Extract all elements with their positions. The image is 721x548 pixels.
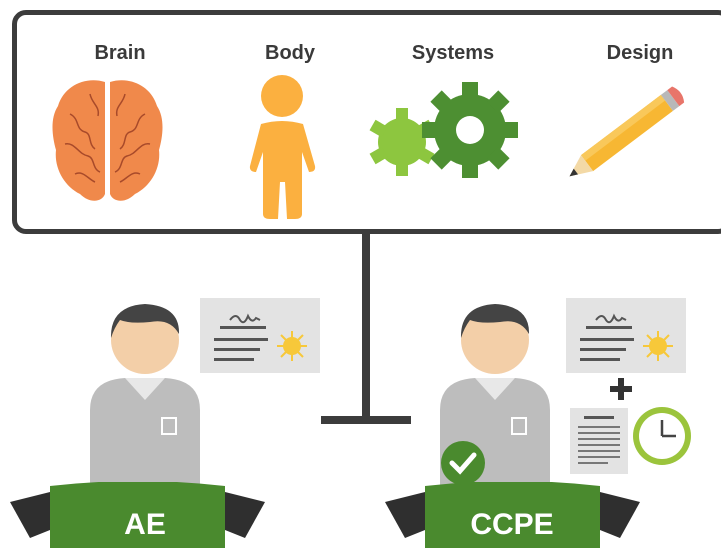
plus-icon bbox=[610, 378, 632, 400]
category-label-design: Design bbox=[606, 42, 674, 64]
clock-icon bbox=[633, 407, 691, 465]
gears-icon bbox=[369, 82, 518, 178]
category-label-brain: Brain bbox=[94, 42, 146, 64]
category-label-systems: Systems bbox=[411, 42, 495, 64]
credential-label-ccpe: CCPE bbox=[470, 508, 554, 541]
checkmark-icon bbox=[441, 441, 485, 485]
ae-banner bbox=[10, 482, 265, 548]
person-body-icon bbox=[249, 75, 316, 219]
connector-stem bbox=[362, 234, 370, 420]
connector-base bbox=[321, 416, 411, 424]
certificate-icon bbox=[200, 298, 320, 373]
category-label-body: Body bbox=[265, 42, 315, 64]
pencil-icon bbox=[569, 86, 685, 177]
document-icon bbox=[570, 408, 628, 474]
brain-icon bbox=[52, 80, 163, 201]
ccpe-banner bbox=[385, 482, 640, 548]
certificate-icon bbox=[566, 298, 686, 373]
credential-label-ae: AE bbox=[124, 508, 166, 541]
ae-person-icon bbox=[90, 304, 200, 490]
